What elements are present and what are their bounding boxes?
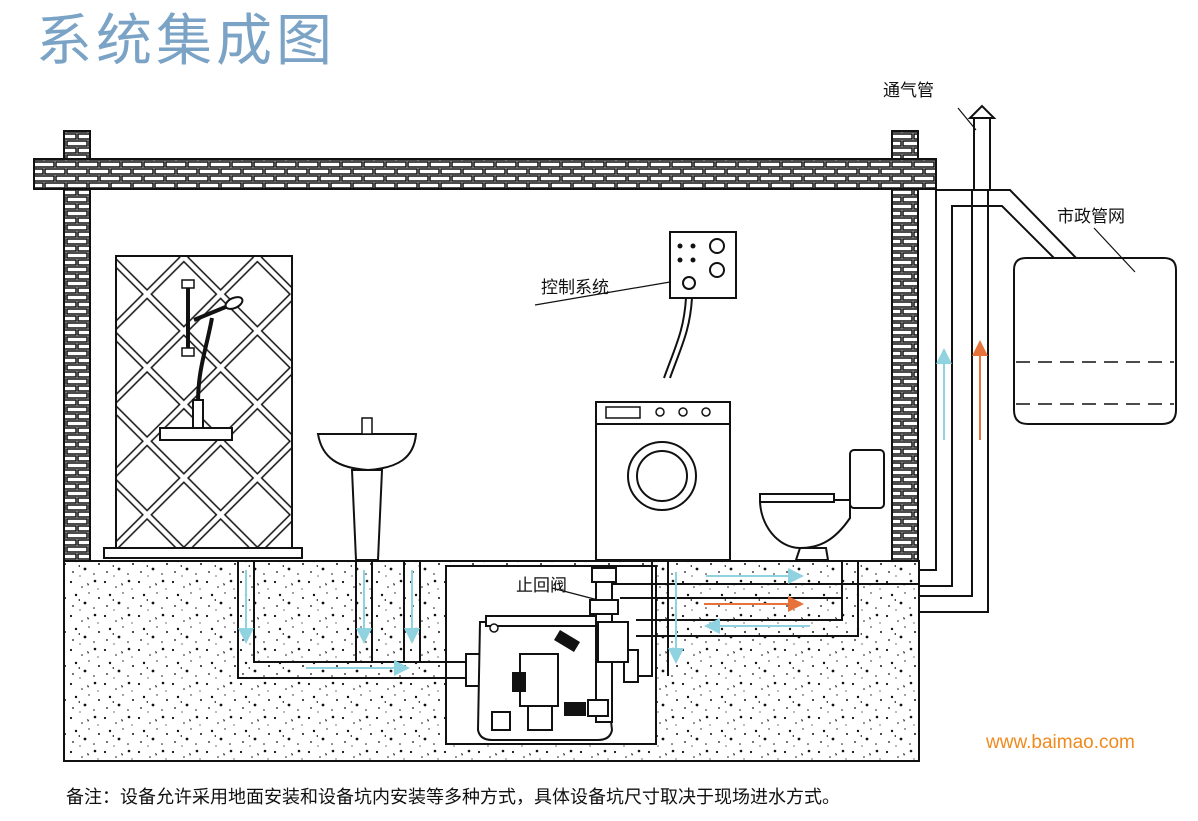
inlet-flange-left: [465, 653, 481, 687]
toilet-icon: [758, 449, 885, 561]
check-valve-leader: [551, 587, 599, 601]
check-valve-label: 止回阀: [516, 576, 567, 596]
control-box-icon: [663, 231, 737, 379]
left-wall: [63, 188, 91, 564]
right-wall: [891, 188, 919, 564]
flow-arrows-orange: [704, 340, 988, 612]
right-parapet: [891, 130, 919, 160]
control-system-label: 控制系统: [541, 278, 609, 298]
municipal-network-label: 市政管网: [1057, 207, 1125, 227]
left-parapet: [63, 130, 91, 160]
discharge-pipes: [919, 189, 1081, 613]
flow-arrows-cyan: [238, 348, 952, 676]
watermark: www.baimao.com: [986, 732, 1135, 753]
washing-machine-icon: [595, 401, 731, 561]
shower-head-icon: [159, 279, 244, 441]
vent-pipe-label: 通气管: [883, 81, 934, 101]
wash-basin-icon: [316, 417, 418, 561]
municipal-leader-line: [1093, 227, 1136, 273]
municipal-tank: [1013, 257, 1177, 425]
shower-tray: [103, 547, 303, 559]
check-valve-riser: [587, 567, 629, 723]
lifting-station-icon: [476, 615, 614, 741]
page-title: 系统集成图: [36, 9, 336, 74]
footnote: 备注：设备允许采用地面安装和设备坑内安装等多种方式，具体设备坑尺寸取决于现场进水…: [66, 787, 840, 808]
vent-pipe: [957, 104, 997, 191]
control-leader-line: [534, 281, 671, 306]
roof-slab: [33, 158, 937, 190]
